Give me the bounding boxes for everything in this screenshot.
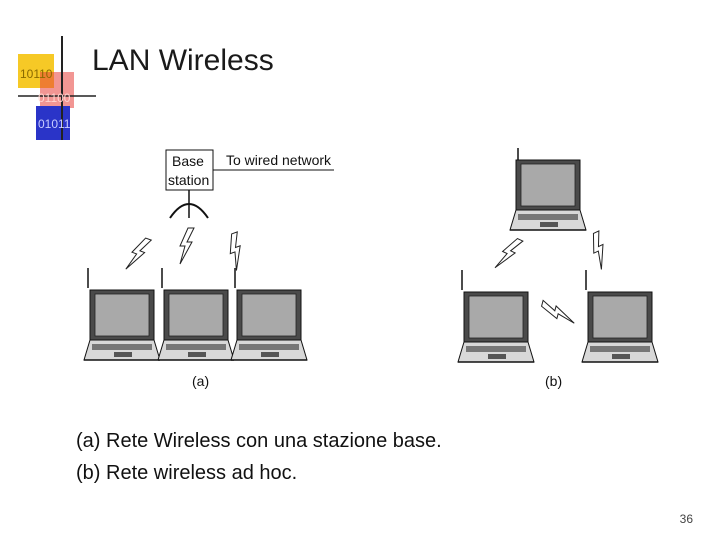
panel-b-label: (b) [545,373,562,389]
laptop-b-top [509,159,587,231]
logo-blue-square [36,106,70,140]
laptop-b-left [457,291,535,363]
panel-a-label: (a) [192,373,209,389]
laptop-a1 [83,289,161,361]
radio-link-b-right [585,230,615,270]
base-station-label-2: station [168,172,209,188]
logo-binary-3: 01011 [38,117,71,131]
antenna-dish [169,203,209,219]
radio-link-a-right [223,231,251,272]
radio-link-a-left [125,234,152,275]
laptop-b-right [581,291,659,363]
laptop-a3 [230,289,308,361]
caption-line-a: (a) Rete Wireless con una stazione base. [76,430,442,452]
base-station-box [165,149,214,191]
page-number: 36 [679,512,693,526]
caption-line-b: (b) Rete wireless ad hoc. [76,462,298,484]
laptop-a2 [157,289,235,361]
logo-binary-2: 01100 [38,91,71,105]
wired-link-label: To wired network [226,152,332,168]
radio-link-a-center [179,227,195,265]
logo-red-square [40,72,74,108]
logo: 10110 01100 01011 [18,36,96,140]
logo-binary-1: 10110 [20,67,53,81]
base-station-label-1: Base [172,153,204,169]
radio-link-b-bottom [538,299,579,324]
radio-link-b-left [494,234,524,275]
slide-title: LAN Wireless [92,44,274,77]
